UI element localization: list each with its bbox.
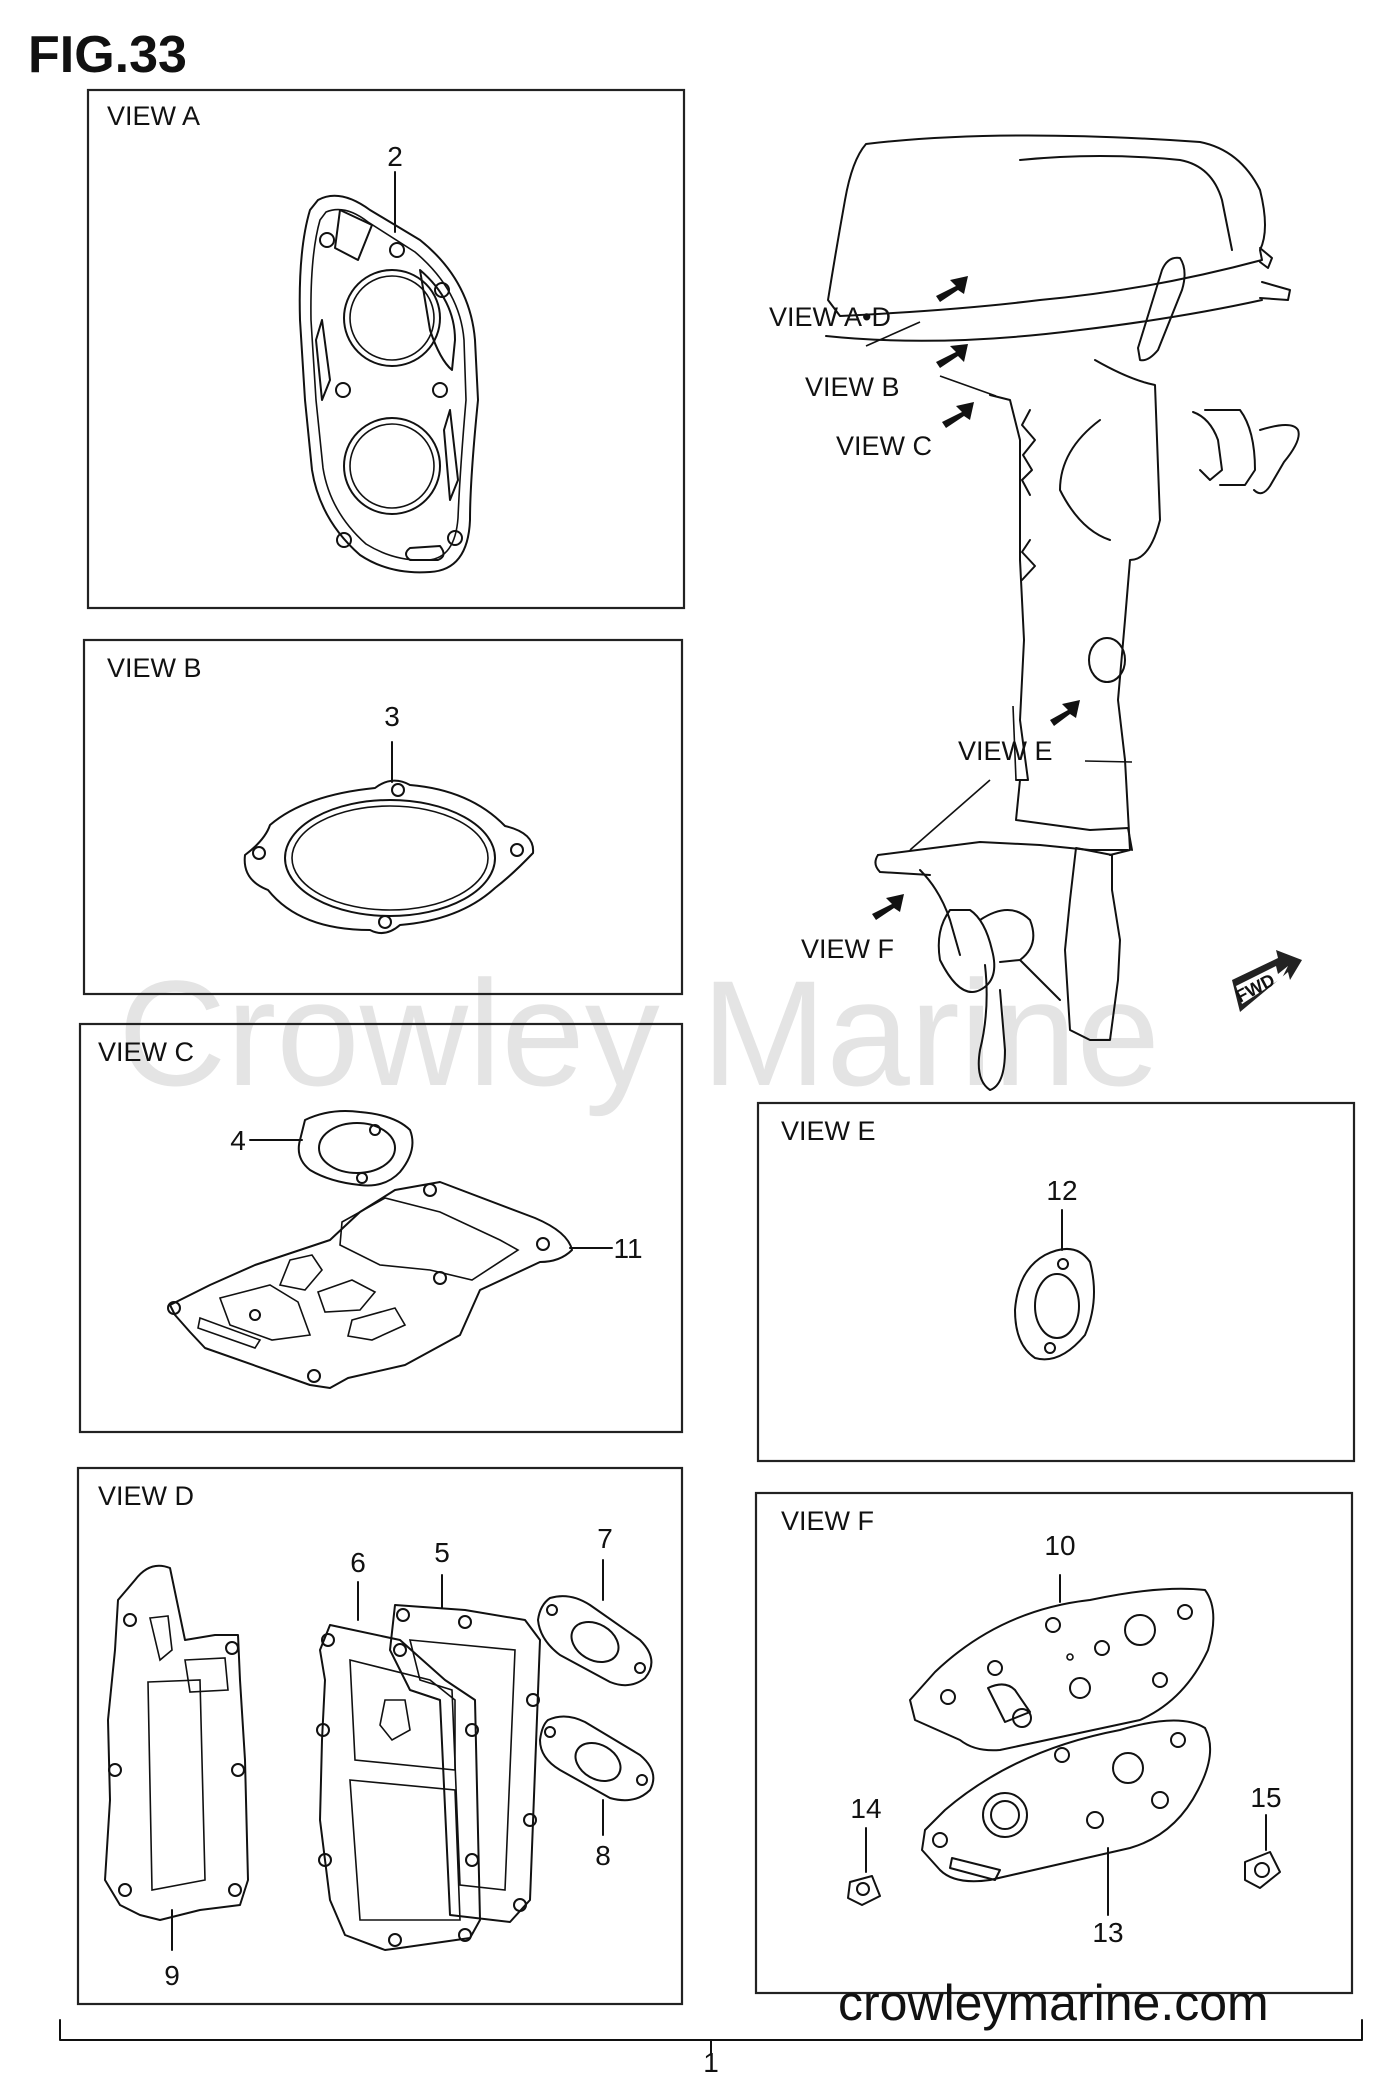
part-number-14: 14 — [850, 1793, 881, 1824]
part-number-6: 6 — [350, 1547, 366, 1578]
outboard-motor-illustration — [825, 134, 1300, 1091]
callout-view-e: VIEW E — [958, 736, 1053, 766]
arrow-icon-view-e — [1050, 700, 1080, 726]
gasket-13 — [921, 1719, 1212, 1883]
callout-view-f: VIEW F — [801, 934, 894, 964]
part-number-7: 7 — [597, 1523, 613, 1554]
fwd-direction-icon: FWD — [1232, 950, 1302, 1012]
part-number-2: 2 — [387, 141, 403, 172]
part-number-3: 3 — [384, 701, 400, 732]
view-a-panel: VIEW A 2 — [86, 88, 686, 610]
part-number-11: 11 — [613, 1233, 642, 1264]
website-url: crowleymarine.com — [838, 1975, 1269, 2031]
view-f-panel: VIEW F 10 — [754, 1491, 1354, 1995]
gasket-6 — [316, 1624, 481, 1951]
assembly-bracket — [59, 2019, 1363, 2056]
view-c-panel: VIEW C 4 11 — [78, 1022, 684, 1434]
part-number-12: 12 — [1046, 1175, 1077, 1206]
part-number-9: 9 — [164, 1960, 180, 1991]
callout-view-b: VIEW B — [805, 372, 900, 402]
part-number-13: 13 — [1092, 1917, 1123, 1948]
gasket-10 — [909, 1587, 1215, 1752]
part-number-10: 10 — [1044, 1530, 1075, 1561]
gasket-8 — [539, 1715, 655, 1802]
part-number-1: 1 — [703, 2047, 719, 2075]
part-number-4: 4 — [230, 1125, 246, 1156]
gasket-12 — [1014, 1247, 1095, 1361]
nut-15 — [1244, 1851, 1281, 1889]
view-c-label: VIEW C — [98, 1037, 194, 1067]
callout-view-c: VIEW C — [836, 431, 932, 461]
view-b-panel: VIEW B 3 — [82, 638, 684, 996]
gasket-5 — [389, 1604, 541, 1923]
callout-view-a-d: VIEW A•D — [769, 302, 891, 332]
arrow-icon-view-c — [942, 402, 974, 428]
arrow-icon-view-f — [872, 894, 904, 920]
view-d-label: VIEW D — [98, 1481, 194, 1511]
view-d-panel: VIEW D 9 5 — [76, 1466, 684, 2006]
part-number-15: 15 — [1250, 1782, 1281, 1813]
arrow-icon-view-a-d — [936, 276, 968, 302]
cylinder-head-gasket — [298, 194, 479, 574]
view-f-label: VIEW F — [781, 1506, 874, 1536]
gasket-11 — [167, 1181, 573, 1389]
gasket-9 — [104, 1564, 249, 1921]
view-b-label: VIEW B — [107, 653, 202, 683]
nut-14 — [847, 1875, 881, 1906]
figure-title: FIG.33 — [28, 26, 187, 84]
view-e-panel: VIEW E 12 — [756, 1101, 1356, 1463]
gasket-3 — [243, 779, 535, 935]
arrow-icon-view-b — [936, 344, 968, 368]
part-number-5: 5 — [434, 1537, 450, 1568]
part-number-8: 8 — [595, 1840, 611, 1871]
gasket-7 — [537, 1595, 653, 1687]
view-e-label: VIEW E — [781, 1116, 876, 1146]
gasket-4 — [297, 1110, 414, 1187]
view-a-label: VIEW A — [107, 101, 200, 131]
